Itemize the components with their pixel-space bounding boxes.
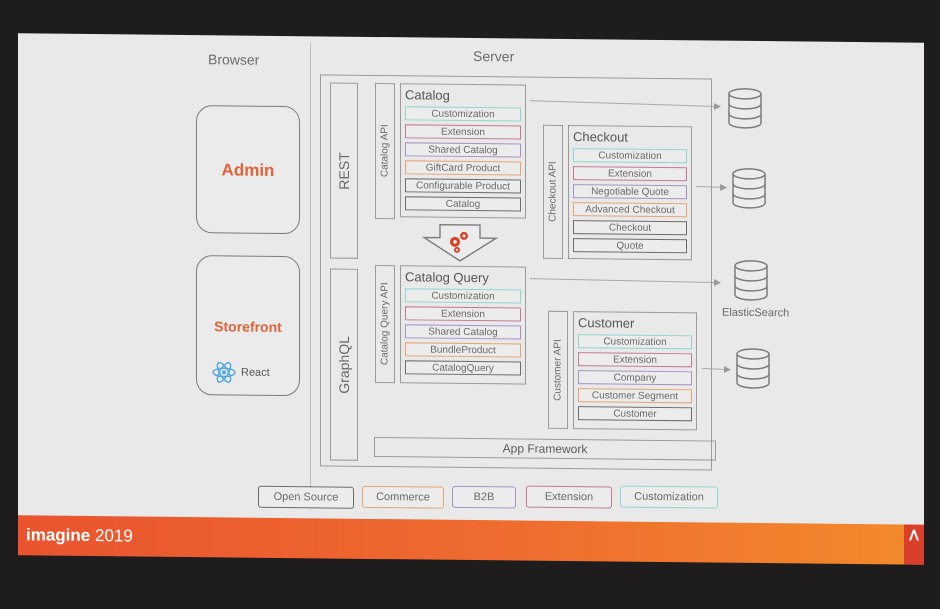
connector-arrows xyxy=(529,100,731,373)
legend-extension: Extension xyxy=(526,485,612,509)
database-icon xyxy=(732,168,766,209)
legend-commerce: Commerce xyxy=(362,485,444,509)
adobe-logo-icon xyxy=(909,529,919,541)
adobe-tab xyxy=(904,524,924,565)
database-icon xyxy=(734,260,768,301)
gears-icon xyxy=(422,223,498,262)
brand-year: 2019 xyxy=(94,526,133,546)
storefront-box: Storefront React xyxy=(196,255,300,397)
legend-customization: Customization xyxy=(620,485,718,509)
event-logo: imagine 2019 xyxy=(26,525,133,546)
elasticsearch-label: ElasticSearch xyxy=(722,306,790,320)
database-icon xyxy=(736,348,770,389)
legend-b2b: B2B xyxy=(452,485,516,509)
database-icon xyxy=(728,88,762,129)
legend-open-source: Open Source xyxy=(258,485,354,509)
react-badge: React xyxy=(211,360,270,385)
projection-screen: Browser Server Admin Storefront React RE… xyxy=(18,33,924,565)
react-icon xyxy=(212,361,236,383)
footer-bar: imagine 2019 xyxy=(18,515,924,565)
brand-name: imagine xyxy=(26,525,91,546)
